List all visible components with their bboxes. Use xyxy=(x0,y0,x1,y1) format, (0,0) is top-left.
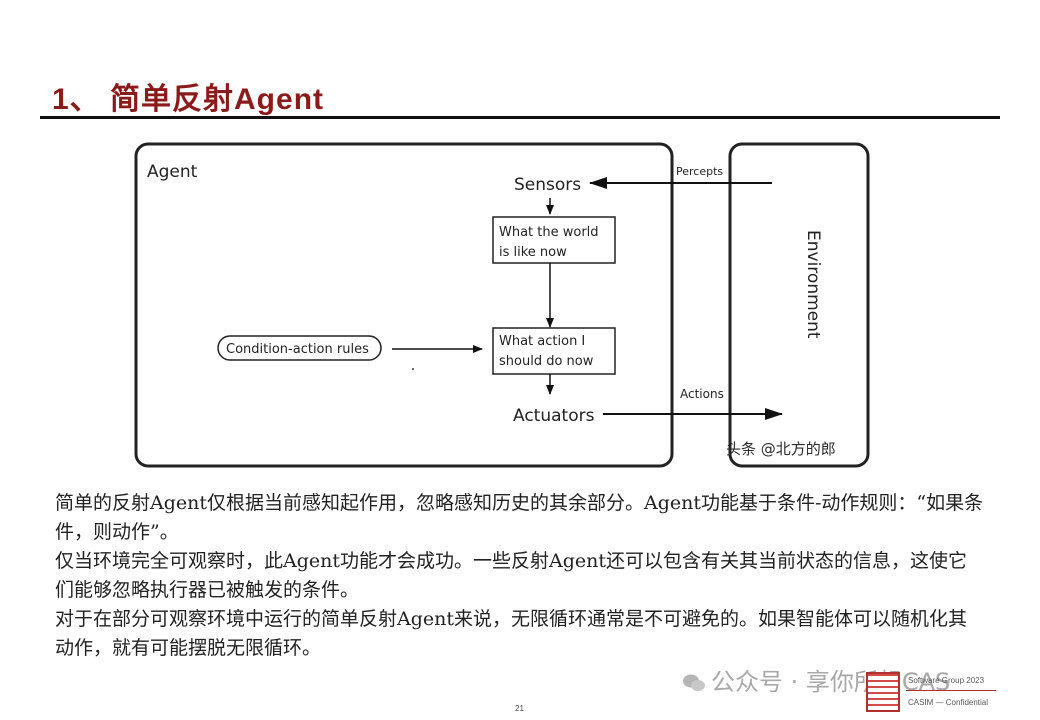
actuators-label: Actuators xyxy=(513,406,595,426)
condition-action-rules-label: Condition-action rules xyxy=(226,342,369,357)
world-state-line2: is like now xyxy=(499,245,567,260)
paragraph-3: 对于在部分可观察环境中运行的简单反射Agent来说，无限循环通常是不可避免的。如… xyxy=(55,608,968,659)
agent-diagram: Agent Environment Sensors Percepts What … xyxy=(130,140,875,474)
action-decision-box xyxy=(492,327,616,375)
environment-box xyxy=(728,142,870,468)
sensors-label: Sensors xyxy=(514,175,581,195)
percepts-label: Percepts xyxy=(676,165,723,178)
environment-label: Environment xyxy=(803,230,823,339)
agent-label: Agent xyxy=(147,162,198,182)
action-decision-line2: should do now xyxy=(499,354,594,369)
page-number: 21 xyxy=(515,704,524,713)
footer-confidential: CASIM — Confidential xyxy=(908,698,989,707)
company-logo xyxy=(866,672,900,712)
paragraph-1: 简单的反射Agent仅根据当前感知起作用，忽略感知历史的其余部分。Agent功能… xyxy=(55,492,984,543)
footer-group: Software Group 2023 xyxy=(908,676,985,685)
wechat-text: 公众号 · 享你所想CAS xyxy=(711,668,951,696)
slide-title: 1、 简单反射Agent xyxy=(52,83,325,116)
body-text: 简单的反射Agent仅根据当前感知起作用，忽略感知历史的其余部分。Agent功能… xyxy=(55,489,985,663)
action-decision-line1: What action I xyxy=(499,334,585,349)
world-state-line1: What the world xyxy=(499,225,599,240)
title-divider xyxy=(40,116,1000,119)
wechat-watermark: 公众号 · 享你所想CAS xyxy=(683,662,950,697)
paragraph-2: 仅当环境完全可观察时，此Agent功能才会成功。一些反射Agent还可以包含有关… xyxy=(55,550,968,601)
watermark-text: 头条 @北方的郎 xyxy=(726,440,836,458)
actions-label: Actions xyxy=(680,387,724,401)
footer-divider xyxy=(906,690,996,691)
stray-dot xyxy=(412,368,414,370)
condition-action-rules-box xyxy=(217,335,382,361)
world-state-box xyxy=(492,216,616,264)
wechat-icon xyxy=(683,674,705,691)
